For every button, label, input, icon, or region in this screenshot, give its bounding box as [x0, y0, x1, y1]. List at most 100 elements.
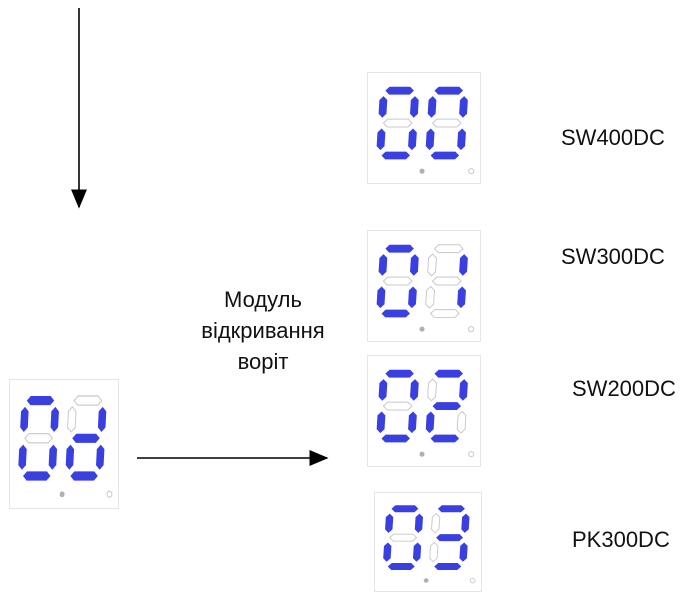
- display-segment: [431, 512, 441, 534]
- gate-module-label: Модуль відкривання воріт: [198, 284, 328, 377]
- display-segment: [461, 513, 470, 533]
- display-segment: [414, 513, 424, 533]
- display-digit: [376, 244, 419, 318]
- display-segment: [73, 395, 103, 406]
- display-segment: [376, 286, 386, 309]
- display-segment: [383, 542, 392, 562]
- display-segment: [456, 410, 467, 434]
- option-label: SW200DC: [572, 376, 676, 401]
- display-segment: [430, 151, 460, 160]
- display-segment: [434, 369, 464, 378]
- decimal-point-dot: [419, 168, 425, 174]
- display-segment: [382, 276, 413, 286]
- seven-segment-display: [376, 369, 475, 458]
- display-segment: [18, 444, 27, 470]
- display-digit: [376, 369, 419, 443]
- display-segment: [437, 505, 465, 513]
- option-label: PK300DC: [572, 527, 670, 552]
- display-segment: [20, 406, 29, 432]
- display-segment: [50, 406, 59, 432]
- display-segment: [410, 254, 419, 276]
- display-segment: [376, 128, 386, 151]
- display-segment: [436, 534, 464, 542]
- display-segment: [378, 254, 388, 276]
- display-segment: [457, 128, 466, 151]
- display-segment: [70, 471, 98, 481]
- option-display-panel: [367, 72, 481, 184]
- display-segment: [427, 253, 437, 277]
- display-segment: [387, 563, 415, 570]
- display-segment: [381, 151, 410, 160]
- decimal-point-dot: [419, 326, 425, 332]
- display-segment: [65, 444, 75, 470]
- display-segment: [425, 128, 435, 151]
- display-segment: [388, 533, 418, 542]
- display-segment: [431, 118, 462, 128]
- display-segment: [457, 286, 466, 309]
- decimal-point-dot: [468, 326, 475, 333]
- display-digit: [425, 369, 468, 443]
- display-segment: [410, 96, 419, 118]
- display-segment: [376, 411, 386, 434]
- display-segment: [432, 402, 462, 411]
- gate-module-label-line: воріт: [237, 349, 289, 374]
- display-segment: [97, 406, 107, 432]
- display-segment: [381, 309, 410, 318]
- display-digit: [425, 244, 468, 318]
- display-segment: [434, 563, 462, 570]
- display-segment: [72, 433, 100, 443]
- display-segment: [433, 244, 464, 254]
- display-digit: [429, 505, 470, 570]
- display-segment: [381, 434, 410, 443]
- display-segment: [23, 471, 51, 481]
- decimal-point-dot: [468, 451, 475, 458]
- display-segment: [385, 369, 414, 378]
- seven-segment-display: [383, 505, 476, 584]
- display-segment: [425, 411, 435, 434]
- decimal-point-dot: [423, 578, 429, 583]
- display-segment: [378, 379, 388, 401]
- input-display-panel: [9, 379, 119, 509]
- seven-segment-display: [376, 244, 475, 333]
- option-display-panel: [374, 492, 482, 592]
- display-segment: [459, 542, 468, 562]
- display-segment: [429, 309, 460, 318]
- option-display-panel: [367, 230, 481, 342]
- display-digit: [65, 395, 107, 481]
- display-segment: [408, 128, 417, 151]
- option-display-panel: [367, 355, 481, 467]
- display-segment: [24, 433, 54, 444]
- display-segment: [48, 444, 58, 470]
- display-segment: [459, 254, 468, 276]
- display-digit: [18, 396, 59, 481]
- display-segment: [26, 396, 55, 406]
- display-segment: [96, 444, 105, 470]
- display-segment: [408, 286, 417, 309]
- decimal-point-dot: [106, 490, 113, 498]
- display-segment: [385, 86, 414, 95]
- display-segment: [427, 378, 437, 402]
- display-segment: [410, 379, 419, 401]
- seven-segment-display: [376, 86, 475, 175]
- display-segment: [391, 505, 419, 513]
- display-segment: [459, 379, 468, 401]
- display-segment: [378, 96, 388, 118]
- display-segment: [412, 542, 422, 562]
- display-segment: [425, 285, 435, 309]
- display-digit: [425, 86, 468, 160]
- display-digit: [383, 505, 424, 570]
- display-digit: [376, 86, 419, 160]
- option-label: SW400DC: [561, 125, 665, 150]
- display-segment: [408, 411, 417, 434]
- display-segment: [430, 434, 460, 443]
- option-label: SW300DC: [561, 244, 665, 269]
- gate-module-label-line: відкривання: [201, 318, 325, 343]
- display-segment: [459, 96, 468, 118]
- display-segment: [382, 118, 413, 128]
- display-segment: [427, 96, 437, 118]
- decimal-point-dot: [59, 491, 65, 498]
- decimal-point-dot: [468, 168, 475, 175]
- display-segment: [434, 86, 464, 95]
